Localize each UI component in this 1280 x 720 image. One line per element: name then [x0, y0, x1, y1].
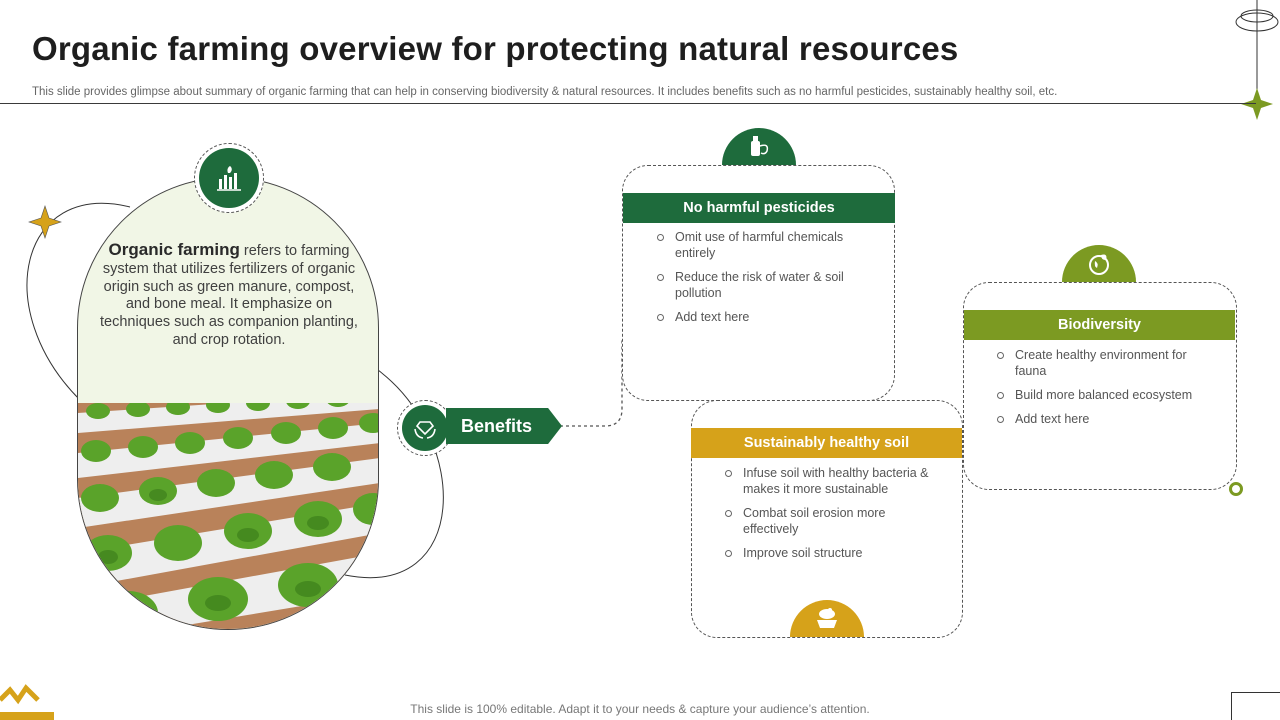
organic-farming-capsule: Organic farming refers to farming system…	[77, 177, 379, 630]
title-divider	[0, 103, 1256, 104]
corner-decoration	[1231, 692, 1280, 720]
list-item: Infuse soil with healthy bacteria & make…	[723, 465, 938, 497]
page-title: Organic farming overview for protecting …	[32, 30, 959, 67]
bar-chart-plant-icon	[199, 148, 259, 208]
biodiversity-list: Create healthy environment for fauna Bui…	[995, 347, 1220, 435]
list-item: Improve soil structure	[723, 545, 938, 561]
organic-farming-term: Organic farming	[108, 240, 240, 259]
list-item: Combat soil erosion more effectively	[723, 505, 938, 537]
pesticides-list: Omit use of harmful chemicals entirely R…	[655, 229, 845, 333]
hands-diamond-icon	[402, 405, 448, 451]
pesticides-header: No harmful pesticides	[623, 193, 895, 223]
organic-farming-text: refers to farming system that utilizes f…	[100, 243, 358, 348]
list-item: Add text here	[655, 309, 845, 325]
list-item: Build more balanced ecosystem	[995, 387, 1220, 403]
lettuce-farm-image	[78, 403, 378, 629]
benefits-label: Benefits	[446, 408, 562, 444]
lettuce-farm-photo	[78, 403, 378, 629]
globe-leaf-icon	[1062, 245, 1136, 283]
spray-bottle-icon	[722, 128, 796, 166]
footer-note: This slide is 100% editable. Adapt it to…	[410, 702, 870, 716]
list-item: Create healthy environment for fauna	[995, 347, 1220, 379]
list-item: Omit use of harmful chemicals entirely	[655, 229, 845, 261]
page-subtitle: This slide provides glimpse about summar…	[32, 86, 1058, 98]
list-item: Add text here	[995, 411, 1220, 427]
biodiversity-header: Biodiversity	[964, 310, 1235, 340]
soil-list: Infuse soil with healthy bacteria & make…	[723, 465, 938, 569]
list-item: Reduce the risk of water & soil pollutio…	[655, 269, 845, 301]
organic-farming-description: Organic farming refers to farming system…	[98, 241, 360, 350]
soil-header: Sustainably healthy soil	[691, 428, 962, 458]
